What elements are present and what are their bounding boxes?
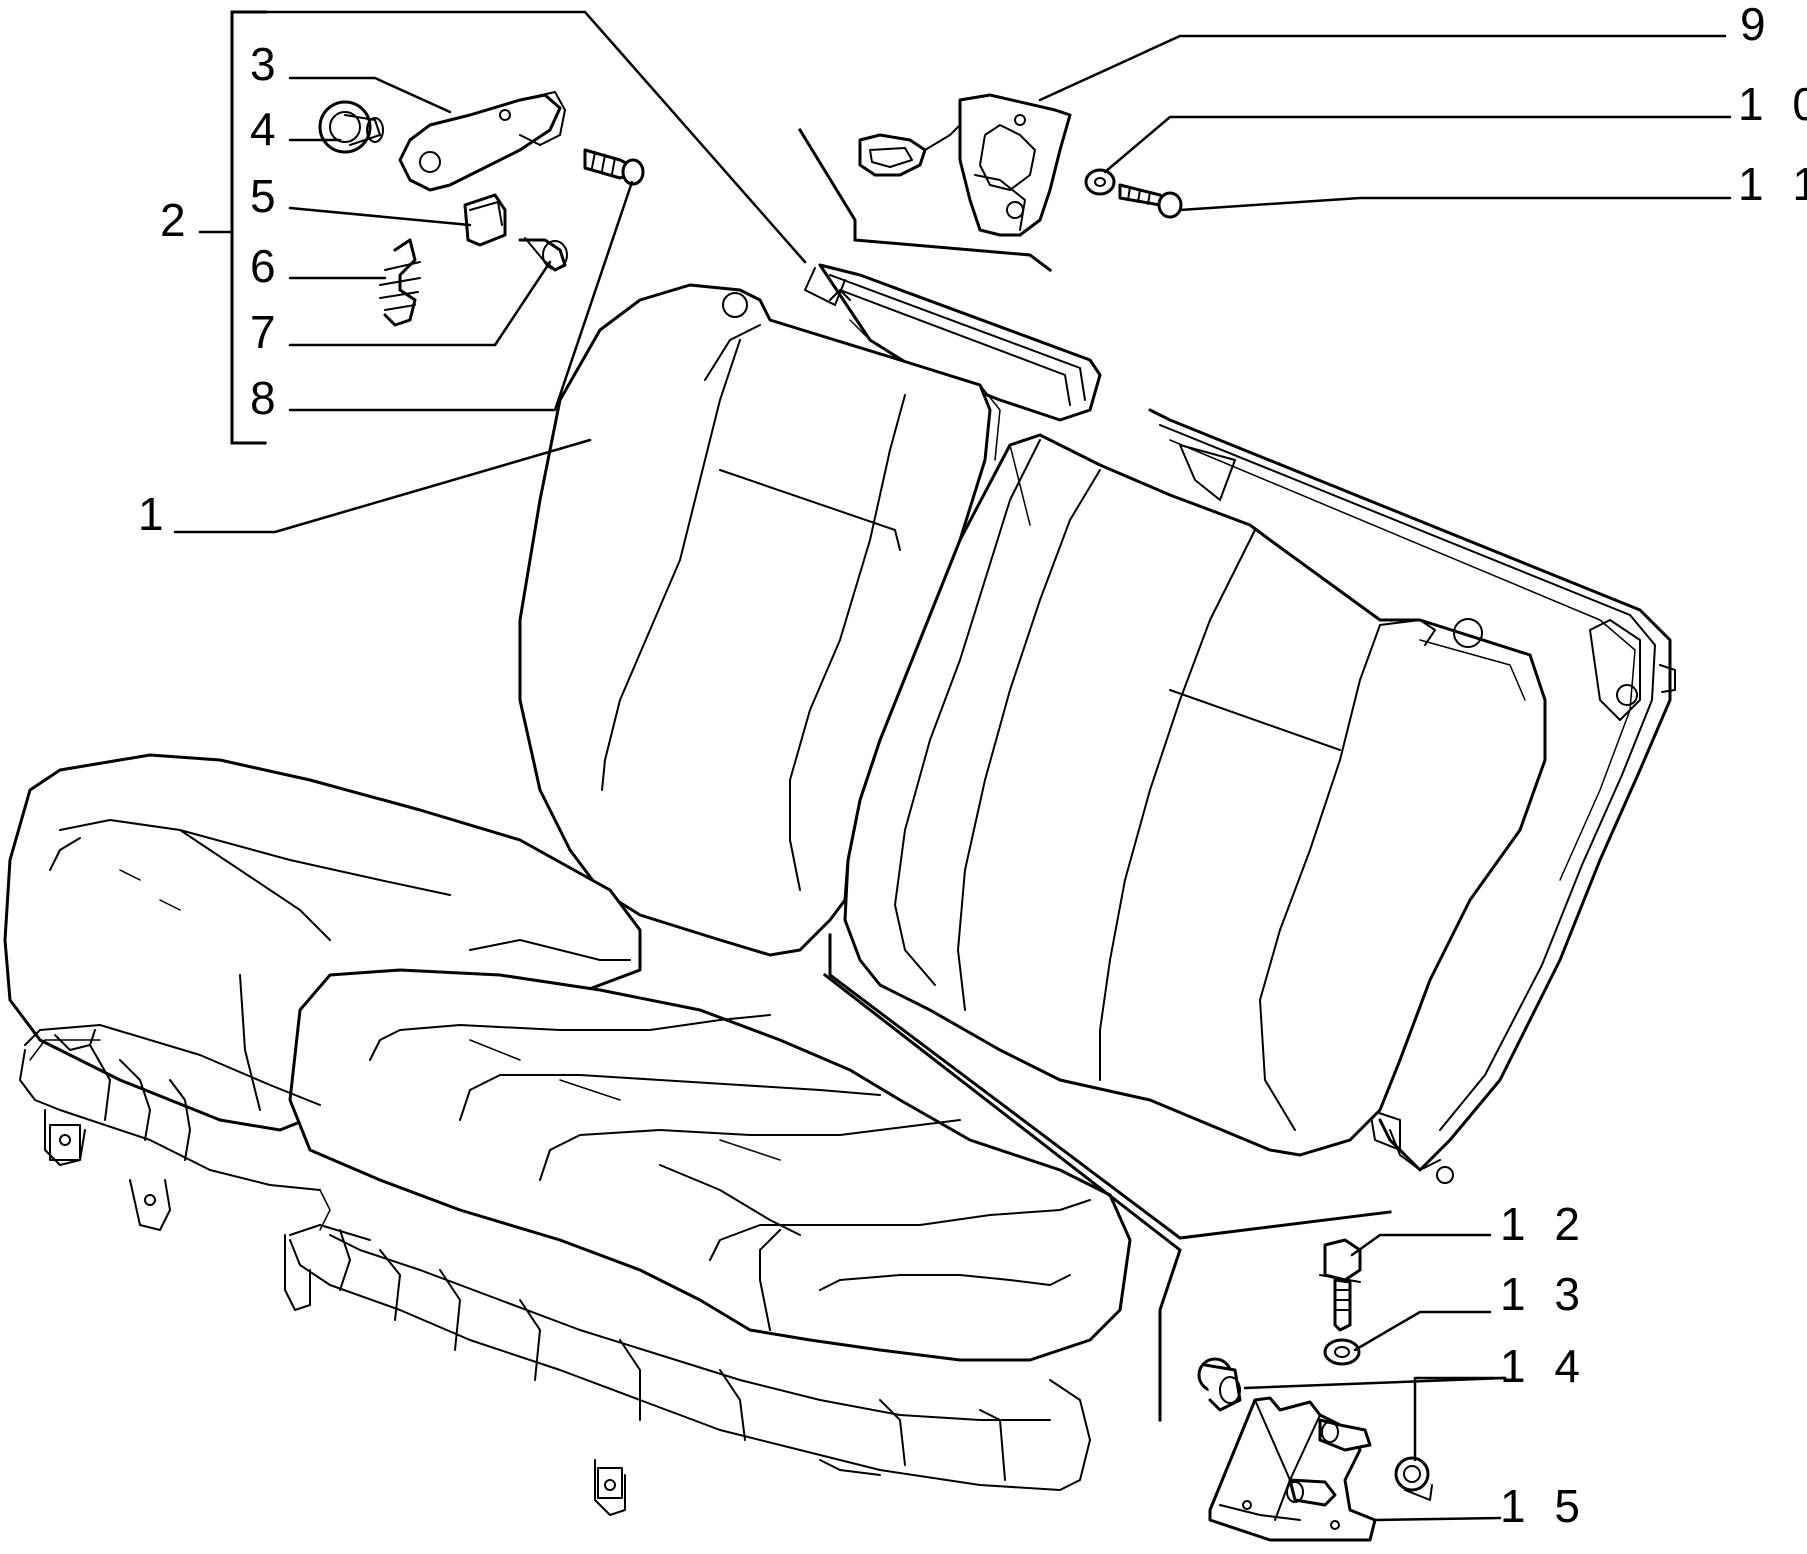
backrest-cushion-right xyxy=(843,433,1547,1157)
backrest-cushion-left xyxy=(518,283,1001,957)
callout-5: 5 xyxy=(250,170,284,222)
callout-13: 1 3 xyxy=(1500,1268,1588,1320)
callout-8: 8 xyxy=(250,372,284,424)
callout-11: 1 1 xyxy=(1738,158,1807,210)
callout-3: 3 xyxy=(250,38,284,90)
callout-4: 4 xyxy=(250,103,284,155)
seat-frame-wires xyxy=(19,1024,1091,1516)
part-12-bolt xyxy=(1319,1238,1362,1332)
callout-1: 1 xyxy=(138,488,172,540)
callout-14: 1 4 xyxy=(1500,1340,1588,1392)
part-3-hinge-lever xyxy=(398,91,566,192)
part-10-washer xyxy=(1084,168,1116,196)
seat-cushion-left xyxy=(3,753,642,1132)
backrest-frame-left xyxy=(804,263,1102,422)
callout-15: 1 5 xyxy=(1500,1480,1588,1532)
callout-10: 1 0 xyxy=(1738,78,1807,130)
callout-9: 9 xyxy=(1740,0,1774,50)
part-7-pin xyxy=(518,237,568,272)
group-bracket-2 xyxy=(198,10,267,445)
part-4-bushing xyxy=(318,100,384,154)
callout-7: 7 xyxy=(250,306,284,358)
part-6-spring xyxy=(379,238,421,327)
part-11-bolt xyxy=(1118,183,1183,219)
callout-12: 1 2 xyxy=(1500,1198,1588,1250)
part-9-latch xyxy=(858,93,1072,237)
seat-cushion-right xyxy=(288,968,1132,1362)
callout-numbers: 1 2 3 4 5 6 7 8 9 1 0 1 1 1 2 1 3 1 4 1 … xyxy=(138,0,1807,1532)
callout-6: 6 xyxy=(250,240,284,292)
part-5-clip xyxy=(463,193,507,247)
part-13-washer xyxy=(1323,1338,1361,1366)
part-15-mounting-bracket xyxy=(1208,1396,1377,1542)
part-8-bolt xyxy=(583,148,645,186)
part-14-bushing xyxy=(1197,1357,1433,1501)
callout-2: 2 xyxy=(160,194,194,246)
leader-lines xyxy=(173,10,1732,1522)
